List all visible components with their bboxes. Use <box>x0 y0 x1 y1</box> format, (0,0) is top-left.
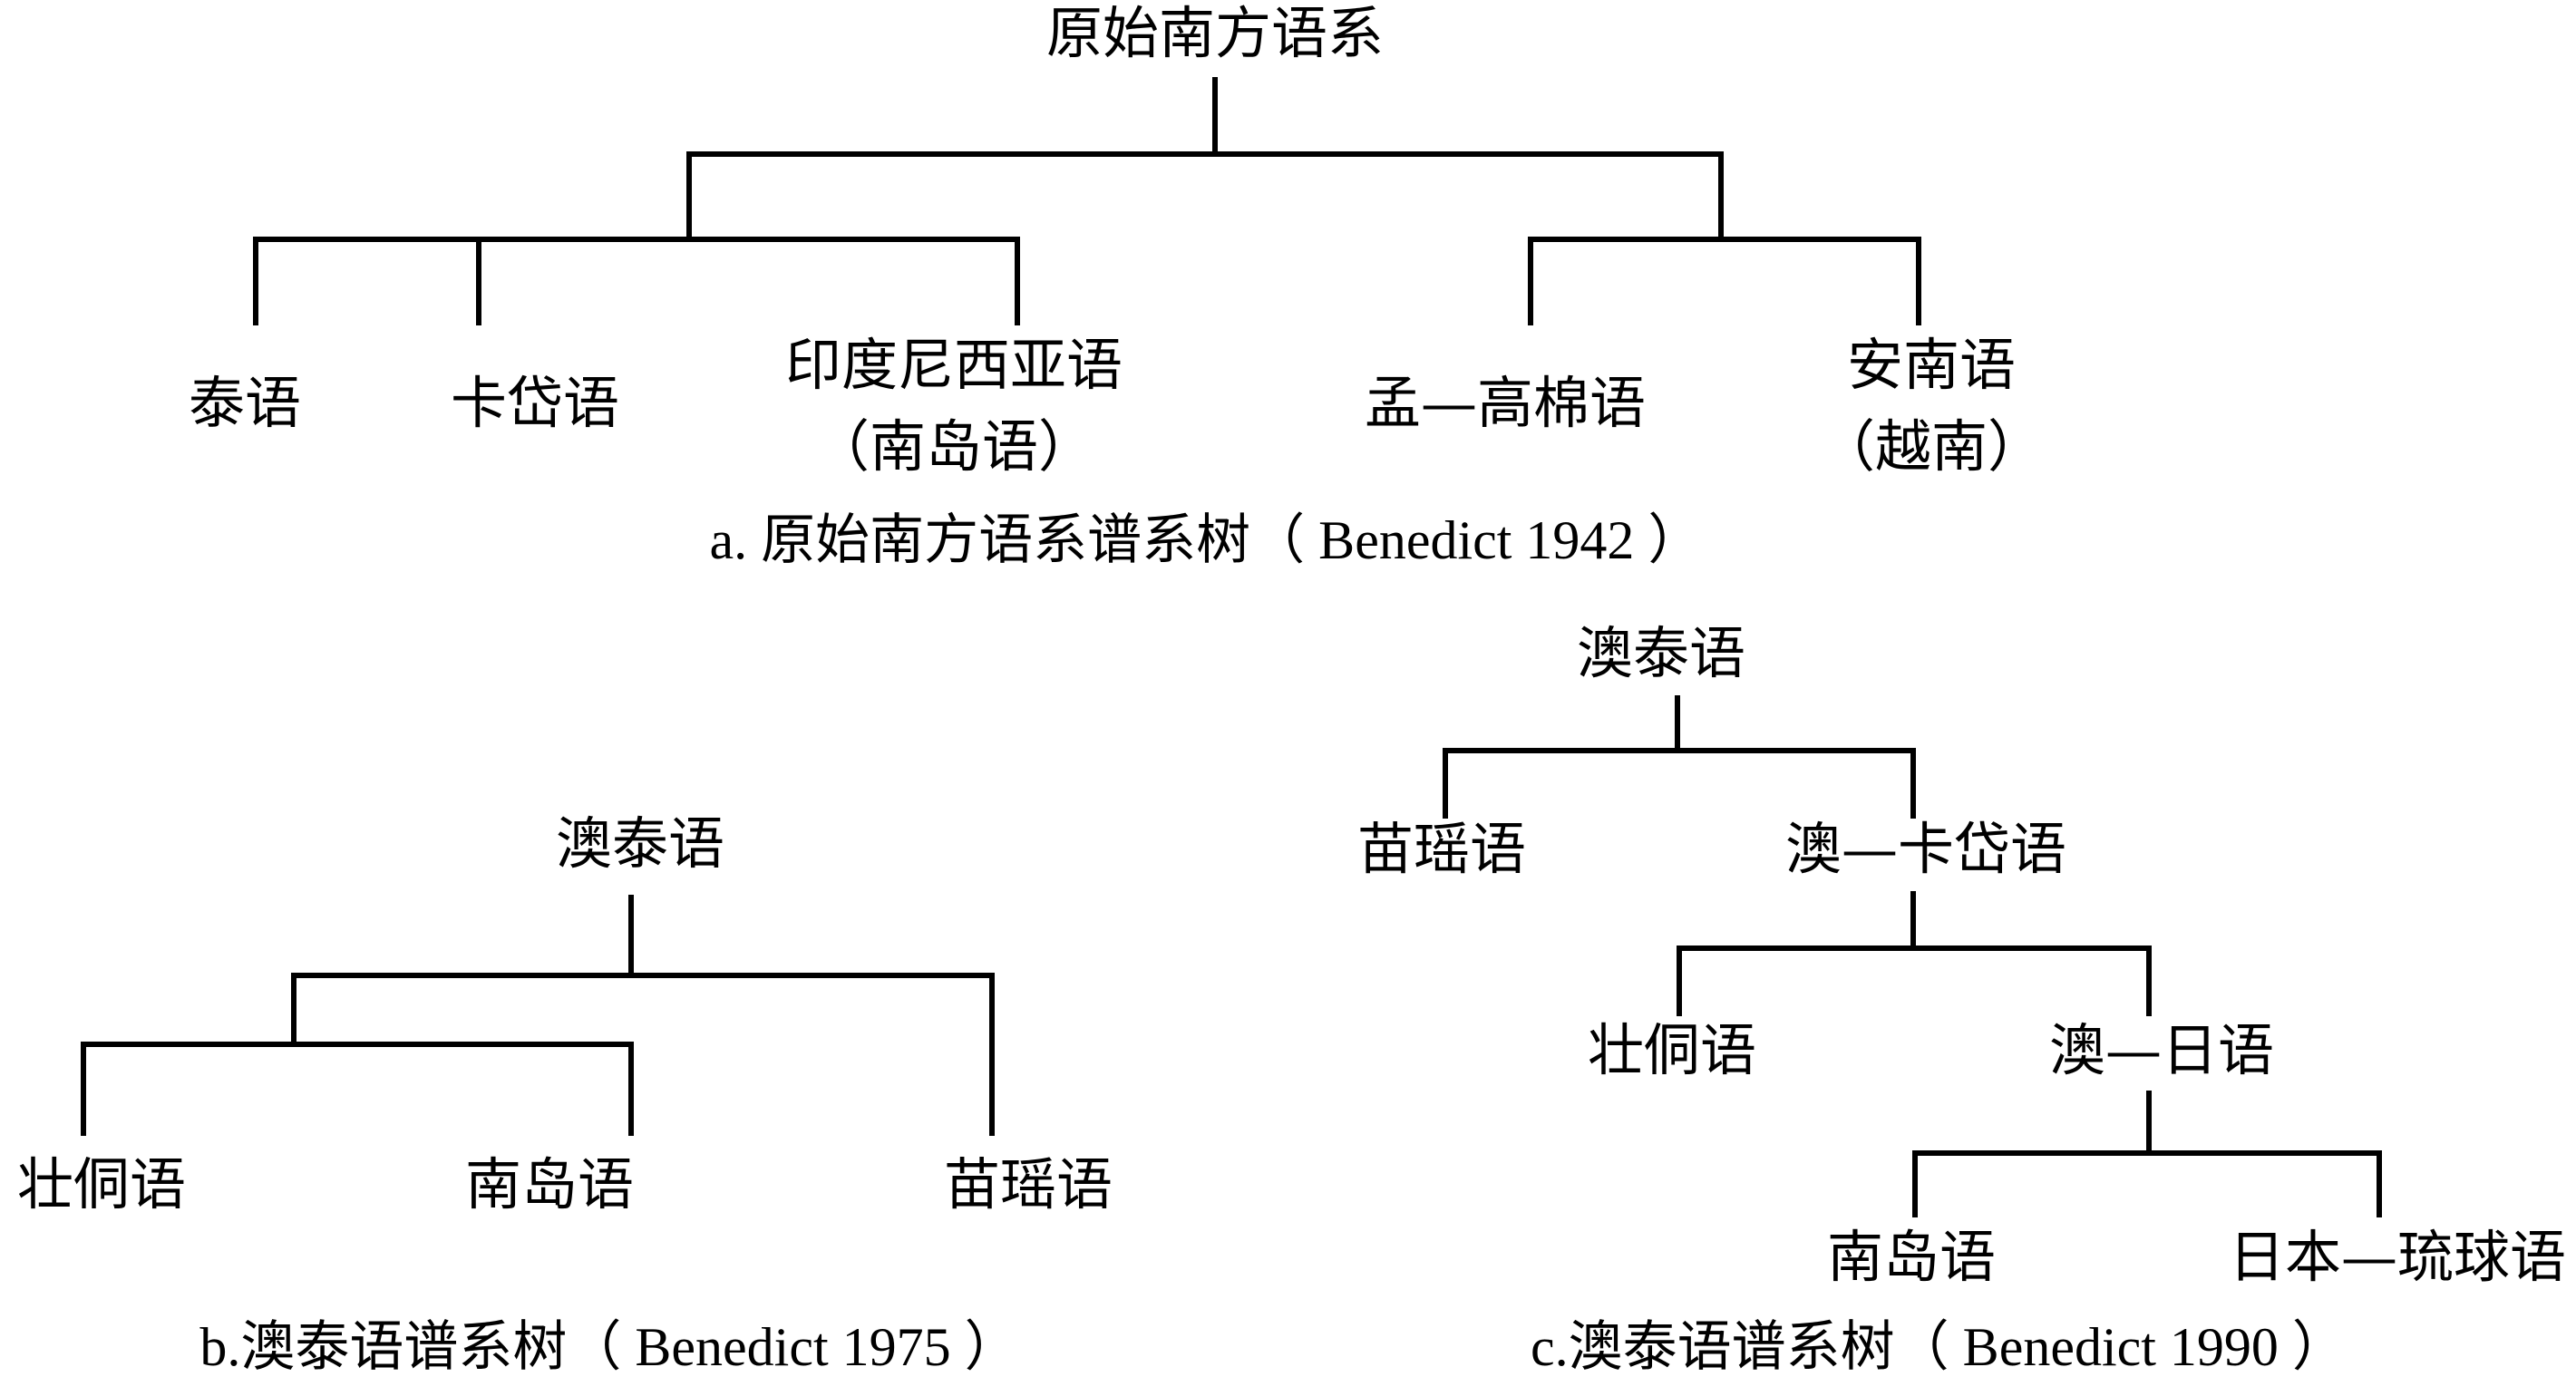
tree-c-node-4: 澳—日语 <box>2048 1017 2275 1083</box>
tree-b-root-label: 澳泰语 <box>555 810 725 877</box>
tree-c-node-3: 壮侗语 <box>1587 1017 1757 1083</box>
tree-a-leaf-1: 泰语 <box>188 370 302 436</box>
tree-b-caption: b.澳泰语谱系树（ Benedict 1975 ） <box>199 1317 1019 1377</box>
tree-a-leaf-5-sub: （越南） <box>1818 413 2045 480</box>
tree-b-leaf-1: 壮侗语 <box>16 1151 187 1217</box>
tree-b-leaf-3: 苗瑶语 <box>943 1151 1113 1217</box>
tree-c-node-1: 苗瑶语 <box>1356 816 1527 882</box>
tree-c-node-2: 澳—卡岱语 <box>1784 816 2067 882</box>
tree-a-leaf-3-sub: （南岛语） <box>812 413 1095 480</box>
tree-c-caption: c.澳泰语谱系树（ Benedict 1990 ） <box>1531 1317 2347 1377</box>
tree-a-root-label: 原始南方语系 <box>1045 0 1385 66</box>
tree-a-leaf-4: 孟—高棉语 <box>1364 370 1647 436</box>
tree-c-node-6: 日本—琉球语 <box>2228 1224 2567 1290</box>
tree-a-leaf-2: 卡岱语 <box>450 370 620 436</box>
tree-a-caption: a. 原始南方语系谱系树（ Benedict 1942 ） <box>709 510 1703 570</box>
tree-a-leaf-3: 印度尼西亚语 <box>784 332 1123 398</box>
tree-b-leaf-2: 南岛语 <box>464 1151 635 1217</box>
tree-a-leaf-5: 安南语 <box>1846 332 2017 398</box>
tree-c-root-label: 澳泰语 <box>1576 620 1746 686</box>
tree-c-node-5: 南岛语 <box>1826 1224 1997 1290</box>
